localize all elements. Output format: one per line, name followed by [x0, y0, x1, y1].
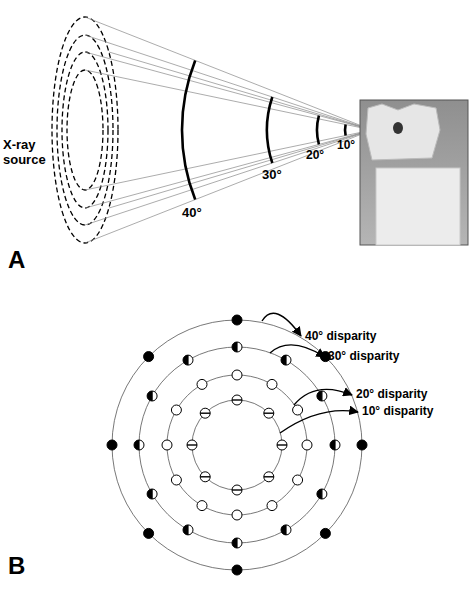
- callout-arrow: [270, 345, 325, 357]
- disparity-label: 30° disparity: [328, 350, 400, 364]
- open-dot: [302, 440, 312, 450]
- half-dot: [147, 489, 157, 499]
- beam-line: [85, 35, 372, 130]
- filled-dot: [107, 440, 117, 450]
- angle-label: 40°: [182, 206, 202, 221]
- beam-line: [109, 130, 372, 208]
- open-dot: [232, 370, 242, 380]
- beam-line: [85, 52, 372, 130]
- half-dot: [183, 355, 193, 365]
- open-dots: [162, 370, 312, 520]
- open-dot: [267, 501, 277, 511]
- open-dot: [232, 510, 242, 520]
- open-dot: [293, 405, 303, 415]
- minus-dot: [277, 440, 287, 450]
- angle-arc: [267, 97, 272, 163]
- open-dot: [197, 379, 207, 389]
- filled-dot: [232, 315, 242, 325]
- source-ellipse: [67, 70, 103, 190]
- minus-dot: [264, 408, 274, 418]
- minus-dot: [200, 408, 210, 418]
- beam-line: [85, 130, 372, 190]
- open-dot: [197, 501, 207, 511]
- minus-dot: [200, 472, 210, 482]
- angle-arcs: [182, 60, 346, 199]
- filled-dot: [144, 352, 154, 362]
- filled-dot: [144, 528, 154, 538]
- panel-letter: A: [8, 246, 25, 274]
- disparity-circle: [112, 320, 362, 570]
- minus-dot: [187, 440, 197, 450]
- disparity-circle: [139, 347, 335, 543]
- half-dots: [134, 342, 340, 548]
- beam-line: [109, 52, 372, 130]
- angle-arc: [317, 116, 319, 145]
- beam-line: [85, 70, 372, 130]
- filled-dot: [320, 528, 330, 538]
- minus-dot: [264, 472, 274, 482]
- open-dot: [171, 405, 181, 415]
- half-dot: [330, 440, 340, 450]
- minus-dot: [232, 485, 242, 495]
- source-ellipse: [57, 35, 113, 225]
- disparity-circles: [112, 320, 362, 570]
- open-dot: [162, 440, 172, 450]
- source-ellipse: [52, 17, 118, 243]
- callout-arrow: [280, 411, 358, 433]
- specimen-hole: [393, 122, 403, 134]
- panel-letter: B: [8, 552, 25, 580]
- disparity-label: 20° disparity: [356, 388, 428, 402]
- disparity-label: 10° disparity: [362, 405, 434, 419]
- source-ellipse: [62, 52, 108, 208]
- source-label: X-ray source: [3, 138, 49, 168]
- half-dot: [317, 391, 327, 401]
- angle-label: 30°: [262, 168, 282, 183]
- half-dot: [232, 538, 242, 548]
- open-dot: [171, 475, 181, 485]
- tooth-specimen: [366, 104, 440, 160]
- open-dot: [267, 379, 277, 389]
- half-dot: [317, 489, 327, 499]
- beam-line: [85, 17, 372, 130]
- beam-lines: [85, 17, 372, 243]
- half-dot: [281, 525, 291, 535]
- disparity-label: 40° disparity: [305, 330, 377, 344]
- minus-dot: [232, 395, 242, 405]
- filled-dot: [357, 440, 367, 450]
- callout-arrow: [262, 313, 301, 336]
- angle-label: 20°: [306, 149, 324, 163]
- specimen-photo: [360, 100, 468, 245]
- angle-arc: [182, 60, 195, 199]
- half-dot: [147, 391, 157, 401]
- half-dot: [232, 342, 242, 352]
- source-ellipses: [52, 17, 118, 243]
- angle-arc: [344, 125, 347, 136]
- open-dot: [293, 475, 303, 485]
- callout-arrow: [294, 389, 352, 405]
- beam-line: [85, 130, 372, 243]
- disparity-circle: [192, 400, 282, 490]
- half-dot: [183, 525, 193, 535]
- specimen-mount: [376, 168, 460, 245]
- disparity-circle: [167, 375, 307, 515]
- beam-line: [85, 130, 372, 208]
- minus-dots: [187, 395, 287, 495]
- filled-dot: [232, 565, 242, 575]
- half-dot: [281, 355, 291, 365]
- photo-frame: [360, 100, 468, 245]
- beam-line: [85, 130, 372, 225]
- angle-label: 10°: [337, 139, 355, 153]
- half-dot: [134, 440, 144, 450]
